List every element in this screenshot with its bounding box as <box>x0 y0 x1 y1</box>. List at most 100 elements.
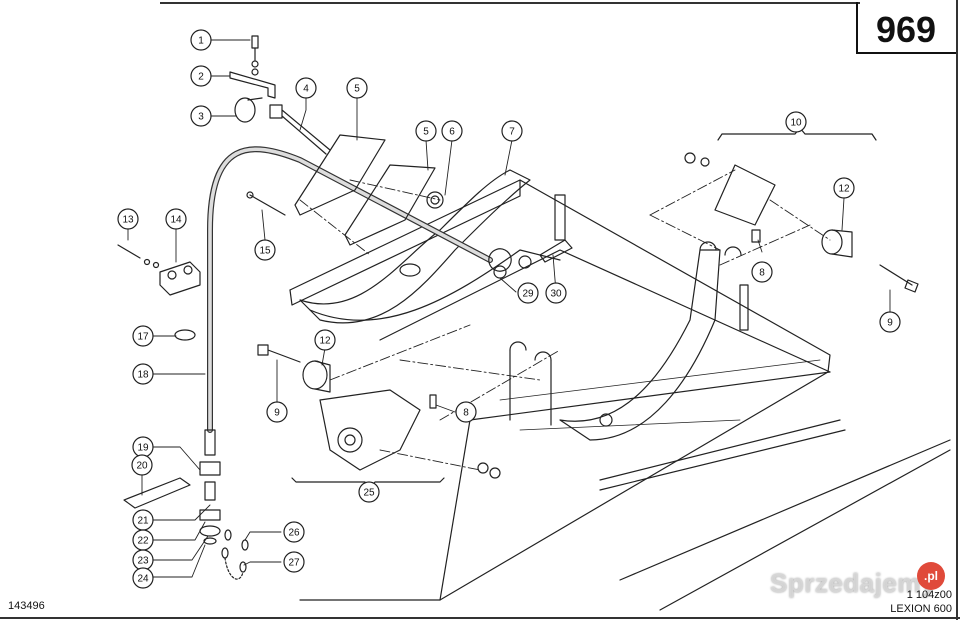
callout-label: 1 <box>198 36 204 47</box>
callout-label: 12 <box>319 336 331 347</box>
callout-8: 8 <box>455 401 477 423</box>
callout-label: 27 <box>288 558 300 569</box>
bolt-item-9a <box>257 344 301 363</box>
callout-9: 9 <box>879 311 901 333</box>
bolt-item-9b <box>879 264 919 293</box>
callout-label: 24 <box>137 574 149 585</box>
callout-25: 25 <box>358 481 380 503</box>
bracket-item-2 <box>229 71 276 99</box>
callout-13: 13 <box>117 208 139 230</box>
callout-label: 17 <box>137 332 149 343</box>
watermark-badge: .pl <box>917 562 945 590</box>
callout-label: 9 <box>887 318 893 329</box>
callout-30: 30 <box>545 282 567 304</box>
callout-2: 2 <box>190 65 212 87</box>
callout-7: 7 <box>501 120 523 142</box>
callout-label: 12 <box>838 184 850 195</box>
callout-label: 6 <box>449 127 455 138</box>
callout-label: 21 <box>137 516 149 527</box>
top-rule <box>160 2 860 4</box>
callout-label: 30 <box>550 289 562 300</box>
hydraulic-hose <box>204 146 512 456</box>
bushing-item-12a <box>302 360 331 393</box>
callout-label: 18 <box>137 370 149 381</box>
o-rings-26-27 <box>221 529 249 580</box>
callout-circle <box>785 111 807 133</box>
hinge-item-20 <box>123 477 191 509</box>
callout-17: 17 <box>132 325 154 347</box>
callout-circle <box>283 521 305 543</box>
callout-12: 12 <box>833 177 855 199</box>
callout-15: 15 <box>254 239 276 261</box>
callout-18: 18 <box>132 363 154 385</box>
callout-circle <box>441 120 463 142</box>
callout-circle <box>295 77 317 99</box>
callout-14: 14 <box>165 208 187 230</box>
callout-20: 20 <box>131 454 153 476</box>
clip-item-17 <box>174 329 196 341</box>
callout-circle <box>165 208 187 230</box>
callout-circle <box>132 567 154 589</box>
fitting-items-19-24 <box>199 461 221 545</box>
bolt-item-13 <box>117 244 160 269</box>
callout-3: 3 <box>190 105 212 127</box>
bracket-item-10 <box>684 152 776 226</box>
right-rule <box>956 0 958 620</box>
callout-label: 8 <box>463 408 469 419</box>
callout-label: 29 <box>522 289 534 300</box>
callout-label: 14 <box>170 215 182 226</box>
callout-23: 23 <box>132 549 154 571</box>
callout-circle <box>455 401 477 423</box>
callout-circle <box>117 208 139 230</box>
callout-24: 24 <box>132 567 154 589</box>
callout-circle <box>415 120 437 142</box>
screw-item-8a <box>751 229 761 243</box>
drawing-code: 143496 <box>8 600 45 612</box>
drawing-reference-block: 1 104z00 LEXION 600 <box>890 588 952 616</box>
callout-27: 27 <box>283 551 305 573</box>
callout-circle <box>190 105 212 127</box>
nut-item-6 <box>426 191 444 209</box>
bottom-rule <box>0 617 960 619</box>
callout-circle <box>346 77 368 99</box>
callout-circle <box>314 329 336 351</box>
callout-29: 29 <box>517 282 539 304</box>
callout-6: 6 <box>441 120 463 142</box>
callout-26: 26 <box>283 521 305 543</box>
callout-circle <box>266 401 288 423</box>
callout-5: 5 <box>415 120 437 142</box>
block-item-14 <box>159 261 201 296</box>
callout-12: 12 <box>314 329 336 351</box>
clamp-item-3 <box>234 97 263 123</box>
callout-1: 1 <box>190 29 212 51</box>
callout-circle <box>190 29 212 51</box>
callout-4: 4 <box>295 77 317 99</box>
callout-label: 25 <box>363 488 375 499</box>
chassis-plate <box>289 179 951 611</box>
callout-circle <box>254 239 276 261</box>
callout-circle <box>833 177 855 199</box>
callout-label: 20 <box>136 461 148 472</box>
callout-circle <box>132 363 154 385</box>
watermark-text: Sprzedajemy <box>770 568 936 598</box>
callout-label: 4 <box>303 84 309 95</box>
callout-label: 15 <box>259 246 271 257</box>
callout-circle <box>879 311 901 333</box>
callout-label: 2 <box>198 72 204 83</box>
callout-label: 26 <box>288 528 300 539</box>
callout-label: 3 <box>198 112 204 123</box>
callout-label: 23 <box>137 556 149 567</box>
callout-circle <box>501 120 523 142</box>
bolt-item-1 <box>251 35 259 76</box>
washer-nut-pair <box>477 462 501 479</box>
callout-label: 5 <box>423 127 429 138</box>
screw-item-8b <box>429 394 437 409</box>
callout-circle <box>132 325 154 347</box>
callout-circle <box>751 261 773 283</box>
callout-label: 22 <box>137 536 149 547</box>
bolt-item-15 <box>246 191 286 216</box>
callout-5: 5 <box>346 77 368 99</box>
